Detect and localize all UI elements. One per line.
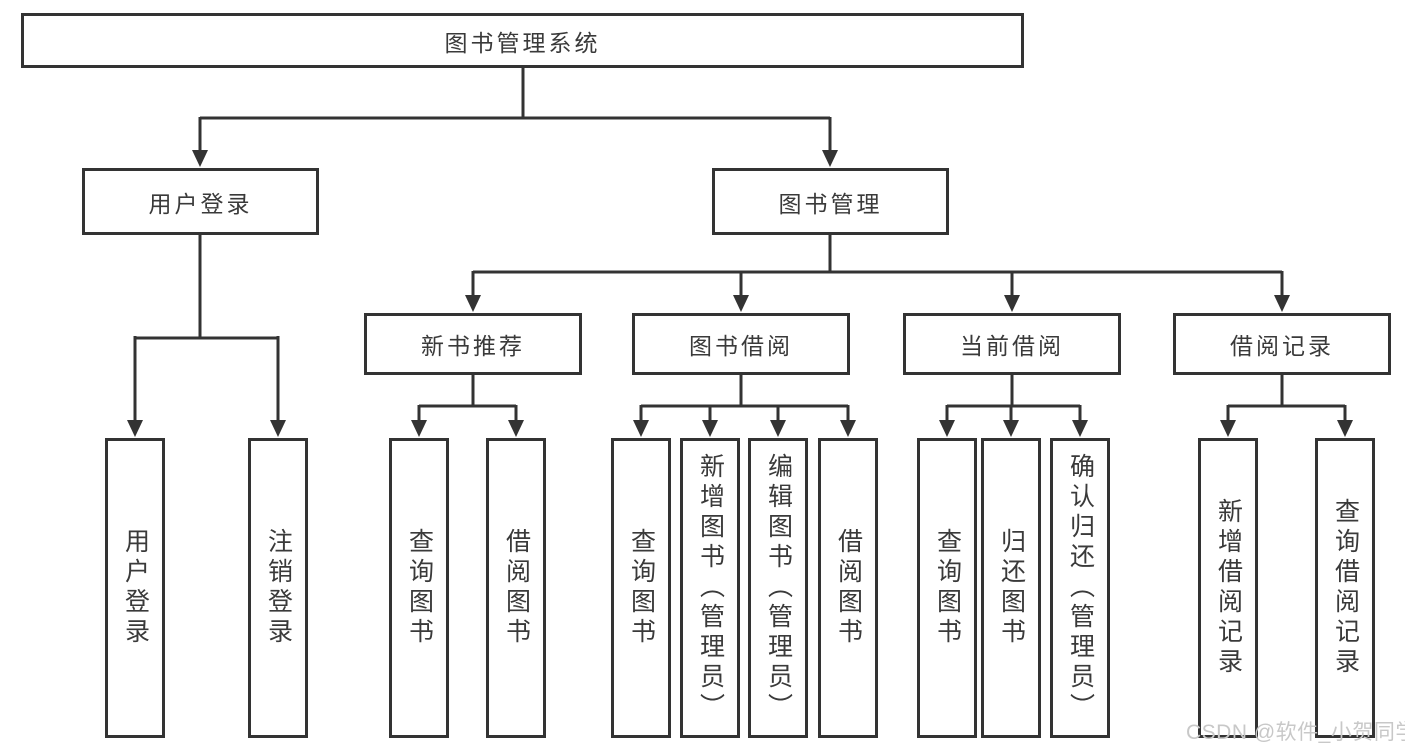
leaf-add-borrow-record: 新增借阅记录 <box>1198 438 1258 738</box>
node-system-root: 图书管理系统 <box>21 13 1024 68</box>
leaf-query-books-1: 查询图书 <box>389 438 449 738</box>
leaf-return-books: 归还图书 <box>981 438 1041 738</box>
leaf-query-books-2: 查询图书 <box>611 438 671 738</box>
leaf-query-books-3: 查询图书 <box>917 438 977 738</box>
node-user-login: 用户登录 <box>82 168 319 235</box>
leaf-confirm-return-admin: 确认归还（管理员） <box>1050 438 1110 738</box>
node-borrow-records: 借阅记录 <box>1173 313 1391 375</box>
arrowheads <box>127 150 1353 437</box>
node-new-book-recommend: 新书推荐 <box>364 313 582 375</box>
leaf-logout: 注销登录 <box>248 438 308 738</box>
leaf-add-books-admin: 新增图书（管理员） <box>680 438 740 738</box>
leaf-query-borrow-record: 查询借阅记录 <box>1315 438 1375 738</box>
leaf-borrow-books-1: 借阅图书 <box>486 438 546 738</box>
leaf-borrow-books-2: 借阅图书 <box>818 438 878 738</box>
leaf-edit-books-admin: 编辑图书（管理员） <box>748 438 808 738</box>
node-book-borrow: 图书借阅 <box>632 313 850 375</box>
leaf-user-login: 用户登录 <box>105 438 165 738</box>
node-current-borrow: 当前借阅 <box>903 313 1121 375</box>
watermark: CSDN @软件_小贺同学 <box>1186 721 1405 744</box>
node-book-management: 图书管理 <box>712 168 949 235</box>
